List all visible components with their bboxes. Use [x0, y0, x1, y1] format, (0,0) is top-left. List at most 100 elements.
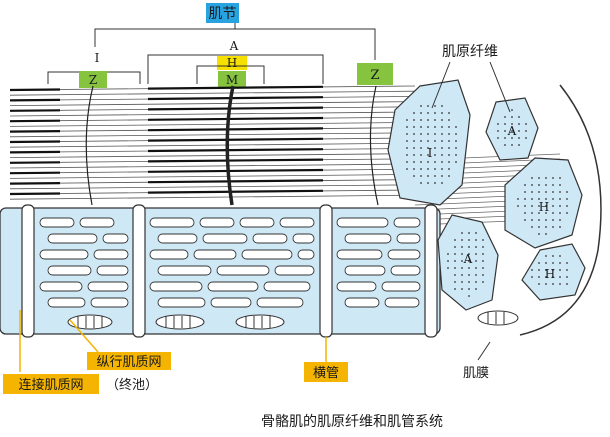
- filament-dot: [475, 281, 477, 283]
- filament-dot: [545, 219, 547, 221]
- transverse-tubule-2: [132, 204, 146, 338]
- sr-channel: [297, 249, 315, 260]
- filament-dot: [427, 126, 429, 128]
- filament-dot: [420, 154, 422, 156]
- filament-dot: [413, 161, 415, 163]
- sr-channel: [93, 249, 129, 260]
- filament-dot: [413, 133, 415, 135]
- filament-dot: [434, 112, 436, 114]
- filament-dot: [566, 212, 568, 214]
- filament-dot: [427, 182, 429, 184]
- thick-filament: [147, 106, 324, 111]
- filament-dot: [566, 198, 568, 200]
- thick-filament: [9, 109, 61, 112]
- filament-dot: [427, 112, 429, 114]
- filament-dot: [448, 140, 450, 142]
- filament-dot: [497, 123, 499, 125]
- sr-channel: [47, 233, 98, 244]
- sr-channel: [79, 217, 115, 228]
- thin-filament: [9, 153, 416, 158]
- m-line-label-bg: [218, 71, 246, 88]
- mitochondria-cristae: [77, 312, 505, 328]
- filament-dot: [441, 133, 443, 135]
- filament-dot: [524, 191, 526, 193]
- sarcoplasmic-network: [39, 217, 421, 308]
- thick-filament: [9, 192, 61, 196]
- filament-dot: [497, 137, 499, 139]
- filament-dot: [545, 269, 547, 271]
- filament-dot: [448, 119, 450, 121]
- filament-dot: [468, 232, 470, 234]
- filament-dot: [525, 137, 527, 139]
- transverse-tubule-label-bg: [304, 362, 348, 382]
- filament-dot: [434, 161, 436, 163]
- filament-dot: [448, 112, 450, 114]
- filament-dot: [406, 161, 408, 163]
- filament-dot: [545, 283, 547, 285]
- filament-dot: [441, 168, 443, 170]
- filament-dot: [545, 191, 547, 193]
- filament-dot: [518, 130, 520, 132]
- filament-dot: [420, 182, 422, 184]
- z-and-m-lines: [85, 85, 379, 206]
- filament-dot: [475, 246, 477, 248]
- thick-filament: [147, 168, 324, 173]
- filament-dot: [497, 130, 499, 132]
- filament-dot: [413, 119, 415, 121]
- filament-dot: [448, 147, 450, 149]
- annotation-leaders: [19, 310, 327, 372]
- sarcolemma-leader: [477, 341, 491, 361]
- filament-dot: [420, 168, 422, 170]
- filament-dot: [559, 283, 561, 285]
- filament-dot: [420, 105, 422, 107]
- filament-dot: [559, 262, 561, 264]
- filament-dot: [482, 281, 484, 283]
- sr-channel: [87, 281, 129, 292]
- filament-dot: [511, 123, 513, 125]
- filament-dot: [559, 177, 561, 179]
- filament-dot: [531, 177, 533, 179]
- filament-dot: [552, 191, 554, 193]
- filament-dot: [475, 232, 477, 234]
- filament-dot: [559, 269, 561, 271]
- filament-dot: [511, 144, 513, 146]
- transverse-tubule-1: [21, 204, 35, 338]
- sr-channel: [396, 233, 421, 244]
- filament-dot: [454, 246, 456, 248]
- sr-channel: [157, 297, 206, 308]
- a-band-bracket: [147, 54, 324, 84]
- filament-dot: [538, 212, 540, 214]
- filament-dot: [406, 140, 408, 142]
- filament-dot: [448, 154, 450, 156]
- thick-filament: [9, 98, 61, 102]
- thick-filament: [9, 150, 61, 154]
- sr-channel: [387, 249, 421, 260]
- filament-dot: [482, 246, 484, 248]
- filament-dot: [545, 198, 547, 200]
- z-line-left: [85, 85, 94, 206]
- filament-dot: [441, 154, 443, 156]
- filament-dot: [517, 205, 519, 207]
- filament-dot: [475, 239, 477, 241]
- transverse-tubule-4: [424, 204, 438, 338]
- filament-dot: [504, 130, 506, 132]
- filament-dot: [552, 212, 554, 214]
- sr-channel: [216, 265, 270, 276]
- filament-dot: [427, 154, 429, 156]
- filament-dot: [531, 205, 533, 207]
- sr-channel: [199, 217, 235, 228]
- filament-dot: [511, 109, 513, 111]
- z-line-right: [369, 85, 379, 206]
- sr-channel: [344, 265, 386, 276]
- filament-dot: [406, 147, 408, 149]
- filament-dot: [441, 147, 443, 149]
- filament-dot: [441, 182, 443, 184]
- sr-channel: [336, 249, 383, 260]
- tubule-system: [0, 204, 519, 338]
- sr-channel: [274, 265, 315, 276]
- sr-channel: [210, 297, 252, 308]
- filament-dot: [475, 274, 477, 276]
- filament-dot: [566, 283, 568, 285]
- filament-dot: [427, 133, 429, 135]
- thick-filament: [147, 85, 324, 90]
